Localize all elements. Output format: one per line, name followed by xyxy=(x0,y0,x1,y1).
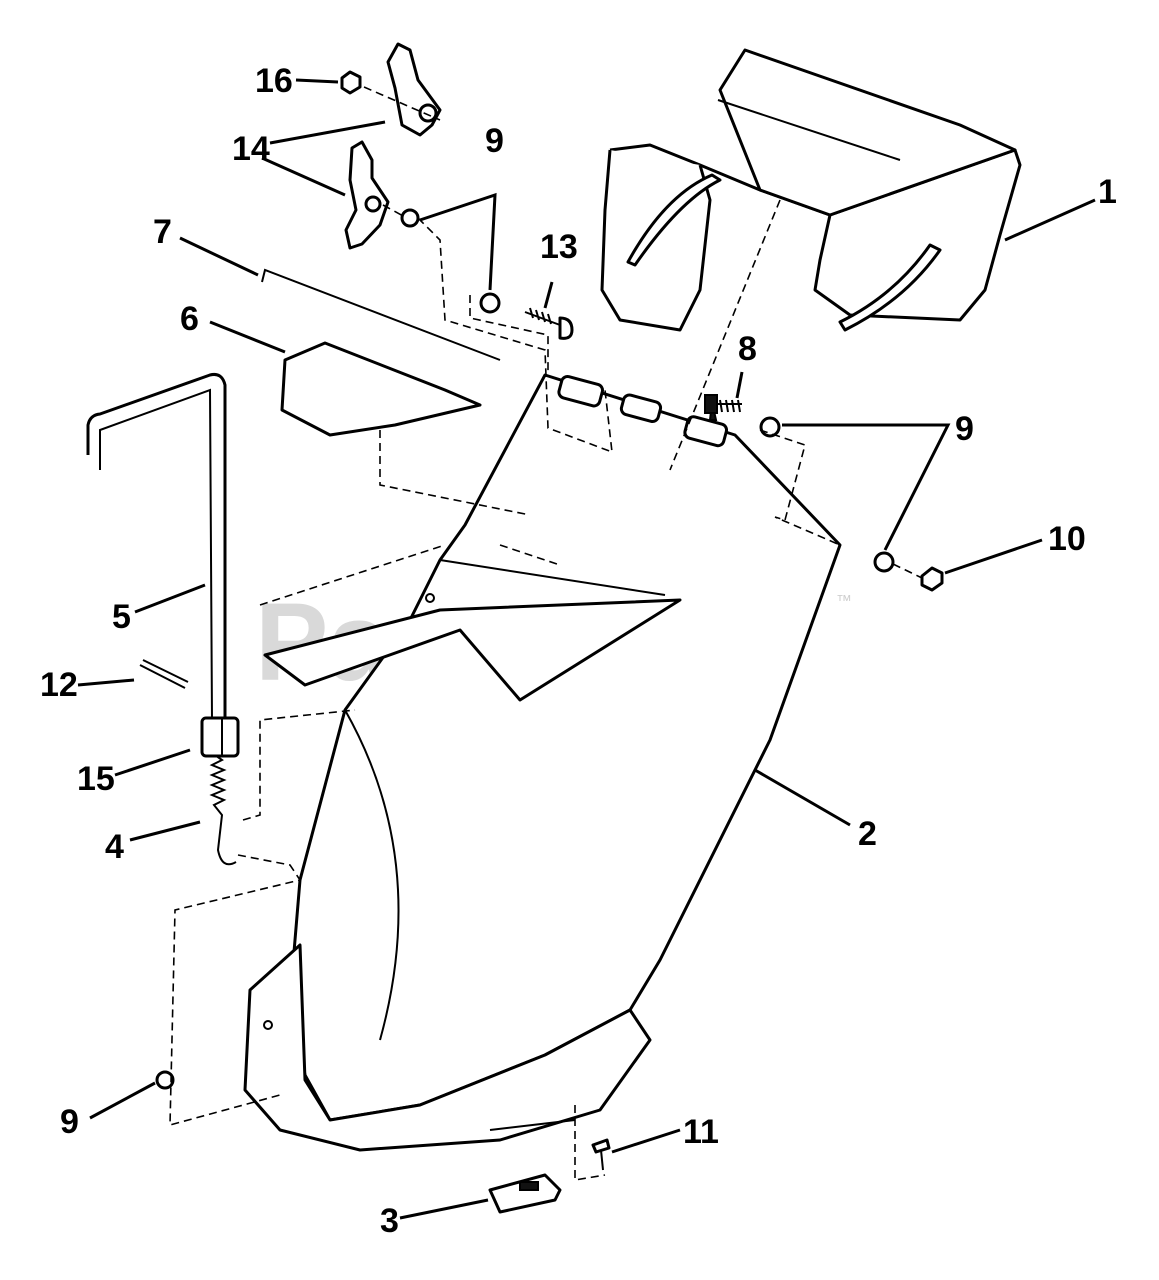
callout-labels: 1 2 3 4 5 6 7 8 9 9 9 10 11 12 13 14 15 … xyxy=(40,62,1117,1240)
callout-2: 2 xyxy=(858,815,877,853)
callout-8: 8 xyxy=(738,330,757,368)
callout-6: 6 xyxy=(180,300,199,338)
part-2-chute[interactable] xyxy=(243,373,842,1152)
part-7-pin[interactable] xyxy=(261,268,501,361)
callout-1: 1 xyxy=(1098,173,1117,211)
part-5-rod[interactable] xyxy=(86,373,227,721)
part-13-bolt[interactable] xyxy=(524,307,574,340)
part-4-spring[interactable] xyxy=(209,754,237,866)
callout-9-right: 9 xyxy=(955,410,974,448)
callout-14: 14 xyxy=(232,130,270,168)
part-6-plate[interactable] xyxy=(280,341,482,437)
callout-7: 7 xyxy=(153,213,172,251)
callout-11: 11 xyxy=(683,1113,719,1151)
callout-12: 12 xyxy=(40,666,78,704)
assembly-lines xyxy=(169,86,923,1181)
callout-5: 5 xyxy=(112,598,131,636)
part-8-bolt[interactable] xyxy=(704,394,742,421)
part-16-nut[interactable] xyxy=(340,70,362,95)
part-10-nut[interactable] xyxy=(920,566,944,592)
part-15-sleeve[interactable] xyxy=(200,716,240,758)
part-12-cotter-pin[interactable] xyxy=(139,659,189,689)
leader-lines xyxy=(77,78,1096,1220)
callout-3: 3 xyxy=(380,1202,399,1240)
callout-10: 10 xyxy=(1048,520,1086,558)
part-11-screw[interactable] xyxy=(591,1138,611,1171)
callout-13: 13 xyxy=(540,228,578,266)
spacers[interactable] xyxy=(557,375,729,448)
callout-9-bottom: 9 xyxy=(60,1103,79,1141)
callout-16: 16 xyxy=(255,62,293,100)
watermark-trademark: ™ xyxy=(836,593,852,610)
part-1-deflector[interactable] xyxy=(600,48,1022,332)
part-14-levers[interactable] xyxy=(344,42,442,250)
part-3-clamp[interactable] xyxy=(488,1173,562,1214)
callout-9-top: 9 xyxy=(485,122,504,160)
callout-4: 4 xyxy=(105,828,124,866)
callout-15: 15 xyxy=(77,760,115,798)
